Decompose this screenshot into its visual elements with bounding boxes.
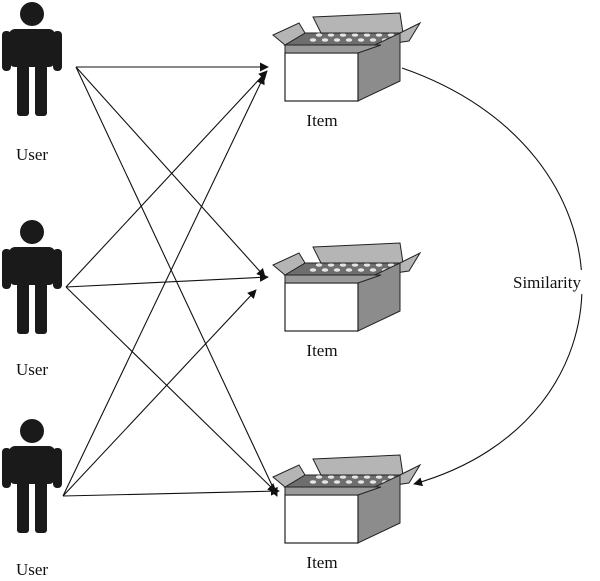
item-2-box-icon	[272, 242, 421, 332]
user-2-person-icon	[2, 220, 62, 334]
user-2-label: User	[16, 360, 48, 379]
user-3: User	[2, 419, 62, 579]
interaction-arrows	[62, 62, 280, 497]
item-2-label: Item	[306, 341, 337, 360]
user-3-label: User	[16, 560, 48, 579]
arrow-user2-item3	[65, 286, 277, 493]
arrow-user3-item2	[62, 289, 257, 497]
arrow-user2-item2	[65, 272, 269, 288]
arrow-user2-item1	[65, 70, 268, 288]
item-3-label: Item	[306, 553, 337, 572]
arrow-user3-item1	[62, 75, 265, 497]
item-1-label: Item	[306, 111, 337, 130]
item-2: Item	[272, 242, 421, 360]
similarity-label-bg	[505, 270, 589, 294]
item-3-box-icon	[272, 454, 421, 544]
user-1: User	[2, 2, 62, 164]
item-3: Item	[272, 454, 421, 572]
user-3-person-icon	[2, 419, 62, 533]
arrow-user3-item3	[62, 486, 280, 497]
item-1: Item	[272, 12, 421, 130]
item-1-box-icon	[272, 12, 421, 102]
user-1-person-icon	[2, 2, 62, 116]
user-2: User	[2, 220, 62, 379]
arrow-user1-item2	[75, 66, 266, 278]
similarity-label: Similarity	[513, 273, 582, 292]
user-1-label: User	[16, 145, 48, 164]
